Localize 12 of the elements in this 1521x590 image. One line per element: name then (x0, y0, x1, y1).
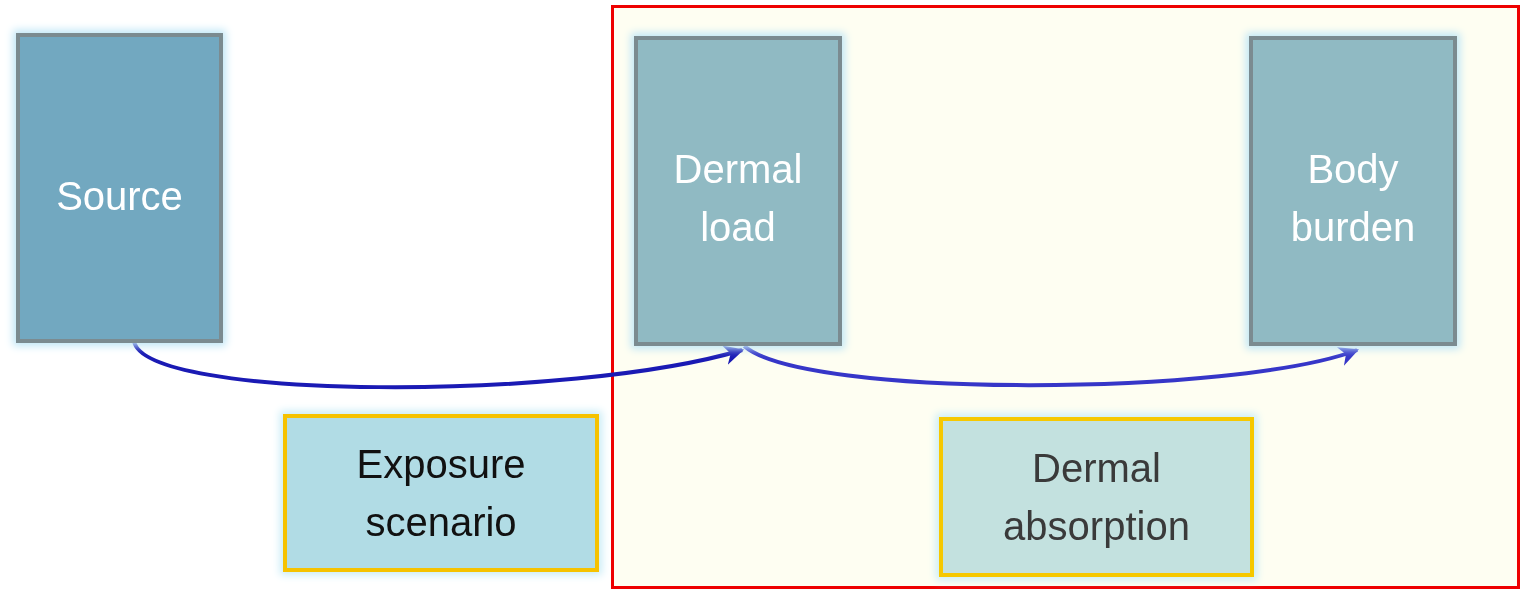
process-box (283, 414, 599, 572)
region-box (611, 5, 1520, 589)
stage-box (634, 36, 842, 346)
curved-arrow (743, 344, 1360, 388)
process-box (939, 417, 1254, 577)
node-label: Dermal load (672, 146, 804, 251)
node-label: Source (55, 173, 184, 220)
node-label: Body burden (1289, 146, 1417, 251)
stage-box (1249, 36, 1457, 346)
node-label: Dermal absorption (1002, 445, 1191, 550)
node-label: Exposure scenario (355, 441, 527, 546)
stage-box (16, 33, 223, 343)
